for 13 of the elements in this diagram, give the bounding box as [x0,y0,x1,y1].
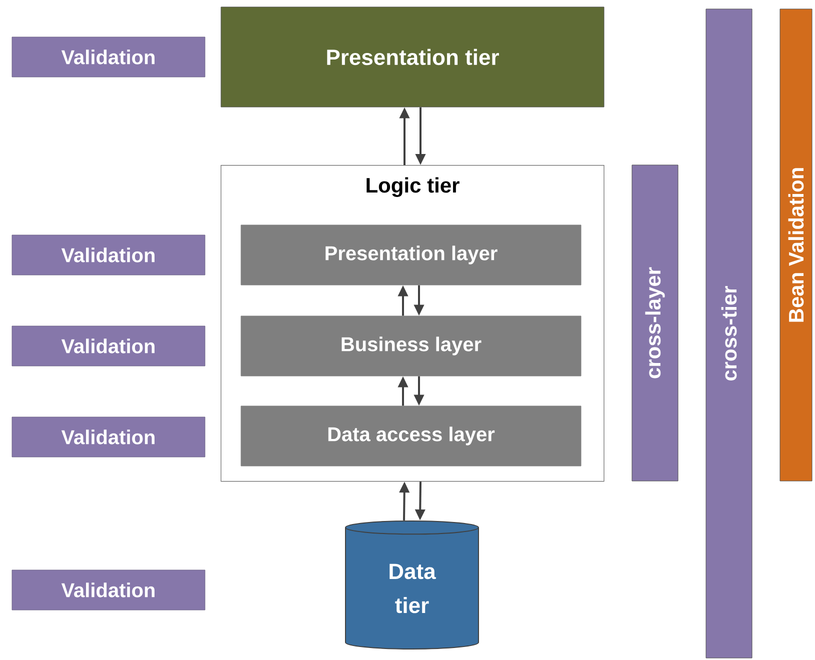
tier-box: Presentation tier [220,6,604,108]
database-cylinder: Data tier [345,520,479,650]
layer-box: Business layer [240,316,582,376]
validation-box: Validation [12,326,206,366]
validation-box: Validation [12,36,206,78]
scope-bar: cross-tier [706,8,752,658]
validation-box: Validation [12,234,206,276]
validation-box: Validation [12,570,206,610]
scope-bar: cross-layer [632,164,678,482]
layer-box: Presentation layer [240,224,582,286]
scope-bar: Bean Validation [780,8,812,482]
layer-box: Data access layer [240,406,582,466]
validation-box: Validation [12,416,206,458]
